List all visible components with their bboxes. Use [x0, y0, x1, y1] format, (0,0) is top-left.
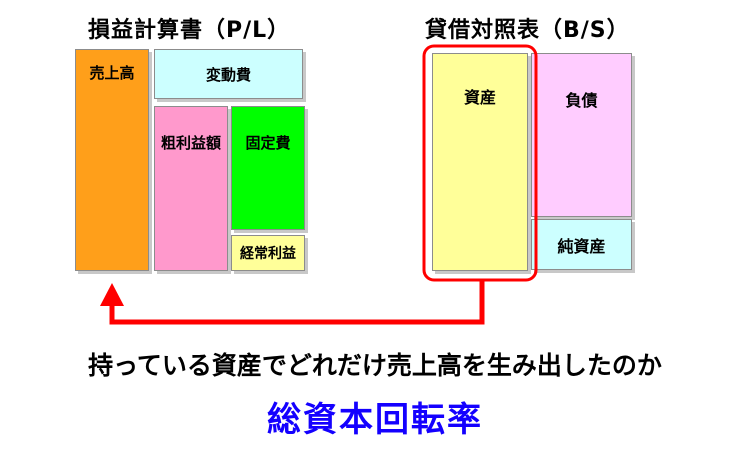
net-assets-label: 純資産 [557, 236, 606, 256]
assets-label: 資産 [463, 88, 496, 107]
sales-label: 売上高 [89, 64, 135, 82]
ordinary-profit-label: 経常利益 [240, 246, 296, 262]
pl-heading: 損益計算書（P/L） [88, 18, 291, 43]
fixed-cost-label: 固定費 [245, 134, 291, 152]
variable-cost-box: 変動費 [154, 49, 303, 99]
gross-profit-box: 粗利益額 [154, 106, 228, 271]
net-assets-box: 純資産 [531, 219, 632, 270]
arrow-line [109, 281, 485, 325]
sales-box: 売上高 [75, 49, 149, 271]
liabilities-box: 負債 [531, 53, 632, 217]
bs-heading: 貸借対照表（B/S） [425, 18, 630, 43]
assets-highlight-frame [422, 44, 538, 282]
ordinary-profit-box: 経常利益 [231, 235, 305, 271]
arrow-head [100, 283, 124, 306]
caption: 持っている資産でどれだけ売上高を生み出したのか [88, 351, 662, 380]
gross-profit-label: 粗利益額 [160, 134, 221, 152]
fixed-cost-box: 固定費 [231, 106, 305, 230]
liabilities-label: 負債 [565, 91, 598, 110]
assets-box: 資産 [432, 53, 528, 271]
variable-cost-label: 変動費 [205, 65, 251, 84]
ratio-title: 総資本回転率 [267, 400, 483, 440]
